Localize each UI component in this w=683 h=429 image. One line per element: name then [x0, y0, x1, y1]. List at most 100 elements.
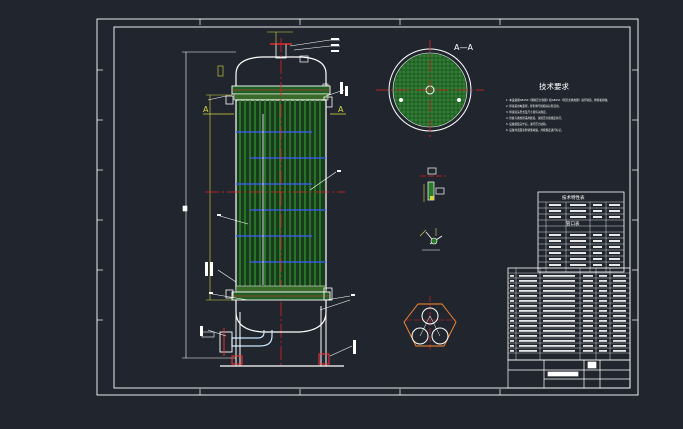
table-cell-text — [570, 240, 586, 242]
parts-list-cell-text — [519, 330, 537, 332]
bottom-head — [235, 300, 327, 333]
table-cell-text — [549, 240, 561, 242]
table-cell-text — [549, 204, 561, 206]
parts-list-cell-text — [613, 345, 626, 347]
center-lines — [205, 38, 345, 366]
parts-list-cell-text — [519, 325, 537, 327]
parts-list-cell-text — [599, 275, 607, 277]
parts-list-cell-text — [543, 340, 575, 342]
section-view-aa: A—A — [376, 40, 484, 140]
cut-mark-right: A — [338, 105, 344, 114]
parts-list-cell-text — [510, 295, 514, 297]
parts-list-cell-text — [519, 340, 537, 342]
parts-list-cell-text — [613, 285, 626, 287]
parts-list-cell-text — [613, 350, 626, 352]
parts-list-cell-text — [519, 310, 537, 312]
parts-list-cell-text — [543, 285, 575, 287]
parts-list-cell-text — [583, 335, 593, 337]
top-head — [217, 31, 329, 95]
parts-list-cell-text — [613, 290, 626, 292]
table-cell-text — [570, 204, 586, 206]
table-cell-text — [549, 252, 561, 254]
table-cell-text — [570, 252, 586, 254]
parts-list-cell-text — [599, 320, 607, 322]
technical-requirements: 技术要求 1. 本设备按GB150《钢制压力容器》和GB151《管壳式换热器》进… — [506, 81, 610, 132]
table-cell-text — [609, 240, 620, 242]
parts-list-cell-text — [599, 305, 607, 307]
parts-list-cell-text — [543, 275, 575, 277]
parts-list-cell-text — [519, 285, 537, 287]
parts-list-cell-text — [510, 275, 514, 277]
table-cell-text — [593, 252, 602, 254]
parts-list-cell-text — [510, 325, 514, 327]
parts-list-cell-text — [543, 335, 575, 337]
parts-list-cell-text — [583, 330, 593, 332]
parts-list-cell-text — [613, 335, 626, 337]
parts-list-cell-text — [599, 340, 607, 342]
cut-mark-left: A — [203, 105, 209, 114]
parts-list-cell-text — [583, 340, 593, 342]
table-cell-text — [549, 246, 561, 248]
parts-list-cell-text — [613, 315, 626, 317]
table-cell-text — [549, 258, 561, 260]
parts-list-cell-text — [543, 280, 575, 282]
parts-list-cell-text — [543, 345, 575, 347]
parts-list-cell-text — [599, 280, 607, 282]
parts-list-cell-text — [599, 310, 607, 312]
parts-list-cell-text — [613, 340, 626, 342]
table-cell-text — [593, 210, 602, 212]
table-cell-text — [593, 246, 602, 248]
table-cell-text — [609, 258, 620, 260]
table-cell-text — [593, 216, 602, 218]
parts-list-cell-text — [510, 305, 514, 307]
parts-list-cell-text — [519, 345, 537, 347]
parts-list-cell-text — [613, 325, 626, 327]
parts-list-cell-text — [543, 325, 575, 327]
parts-list-cell-text — [613, 310, 626, 312]
table-cell-text — [609, 210, 620, 212]
parts-list-cell-text — [599, 285, 607, 287]
parts-list-cell-text — [519, 335, 537, 337]
table-cell-text — [609, 216, 620, 218]
parts-list-cell-text — [510, 335, 514, 337]
parts-list-cell-text — [583, 345, 593, 347]
parts-list — [507, 267, 631, 361]
parts-list-cell-text — [583, 275, 593, 277]
parts-list-cell-text — [510, 345, 514, 347]
parts-list-cell-text — [599, 345, 607, 347]
parts-list-cell-text — [583, 300, 593, 302]
title-block — [507, 359, 631, 389]
drawing-frame — [96, 18, 639, 396]
parts-list-cell-text — [583, 350, 593, 352]
parts-list-cell-text — [583, 310, 593, 312]
parts-list-cell-text — [510, 280, 514, 282]
parts-list-cell-text — [583, 285, 593, 287]
baffle-plates — [236, 131, 326, 263]
parts-list-cell-text — [583, 305, 593, 307]
parts-list-cell-text — [510, 290, 514, 292]
nozzle-table-title: 管口表 — [566, 220, 580, 227]
table-cell-text — [609, 234, 620, 236]
parts-list-cell-text — [583, 315, 593, 317]
table-cell-text — [593, 240, 602, 242]
parts-list-cell-text — [510, 320, 514, 322]
parts-list-cell-text — [510, 300, 514, 302]
detail-view-1 — [420, 167, 446, 202]
parts-list-cell-text — [543, 320, 575, 322]
parts-list-cell-text — [583, 295, 593, 297]
overall-dimensions — [182, 51, 236, 359]
detail-view-2 — [419, 228, 443, 251]
parts-list-cell-text — [519, 280, 537, 282]
table-cell-text — [593, 264, 602, 266]
tech-note-5: 5. 设备组装完毕后，进行压力试验。 — [506, 122, 548, 126]
parts-list-cell-text — [599, 295, 607, 297]
parts-list-cell-text — [613, 275, 626, 277]
tech-requirements-title: 技术要求 — [539, 81, 569, 91]
tech-note-1: 1. 本设备按GB150《钢制压力容器》和GB151《管壳式换热器》进行制造、检… — [506, 98, 610, 102]
parts-list-cell-text — [519, 315, 537, 317]
parts-list-cell-text — [543, 315, 575, 317]
section-cut-marks: A A — [203, 105, 346, 115]
parts-list-cell-text — [519, 290, 537, 292]
parts-list-cell-text — [510, 310, 514, 312]
